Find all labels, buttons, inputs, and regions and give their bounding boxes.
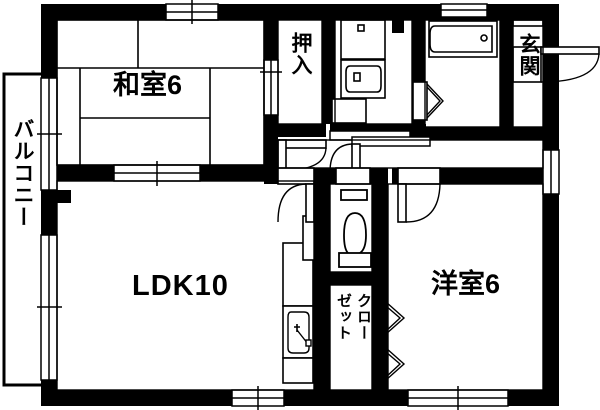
kitchen-sink [287, 311, 312, 354]
window-bathroom-top [440, 3, 488, 18]
room-label-washitsu: 和室6 [113, 70, 183, 100]
room-label-closet-line1: クロー [355, 293, 372, 341]
door-bathroom-folding [412, 81, 444, 121]
door-genkan-inner [512, 19, 544, 27]
room-label-ldk: LDK10 [132, 270, 229, 302]
washroom-notch [392, 20, 404, 33]
washroom-mirror [340, 19, 386, 60]
bathtub [428, 20, 498, 58]
door-toilet [335, 167, 371, 185]
room-label-balcony: バルコニー [11, 118, 34, 228]
windows [37, 0, 560, 410]
window-right-wall [542, 149, 560, 195]
room-label-oshiire: 押入 [289, 32, 312, 76]
washroom-cabinet [331, 98, 367, 124]
tatami-mats [56, 19, 265, 166]
room-label-closet-line2: ゼット [335, 293, 352, 341]
door-closet-folding [385, 301, 406, 381]
room-label-yoshitsu: 洋室6 [431, 269, 501, 299]
room-label-genkan: 玄関 [517, 33, 540, 77]
toilet-bowl [338, 189, 372, 268]
door-yoshitsu [397, 167, 441, 223]
window-yoshitsu-bottom [407, 386, 509, 410]
washroom-basin [340, 59, 386, 99]
room-outlines [56, 19, 544, 391]
